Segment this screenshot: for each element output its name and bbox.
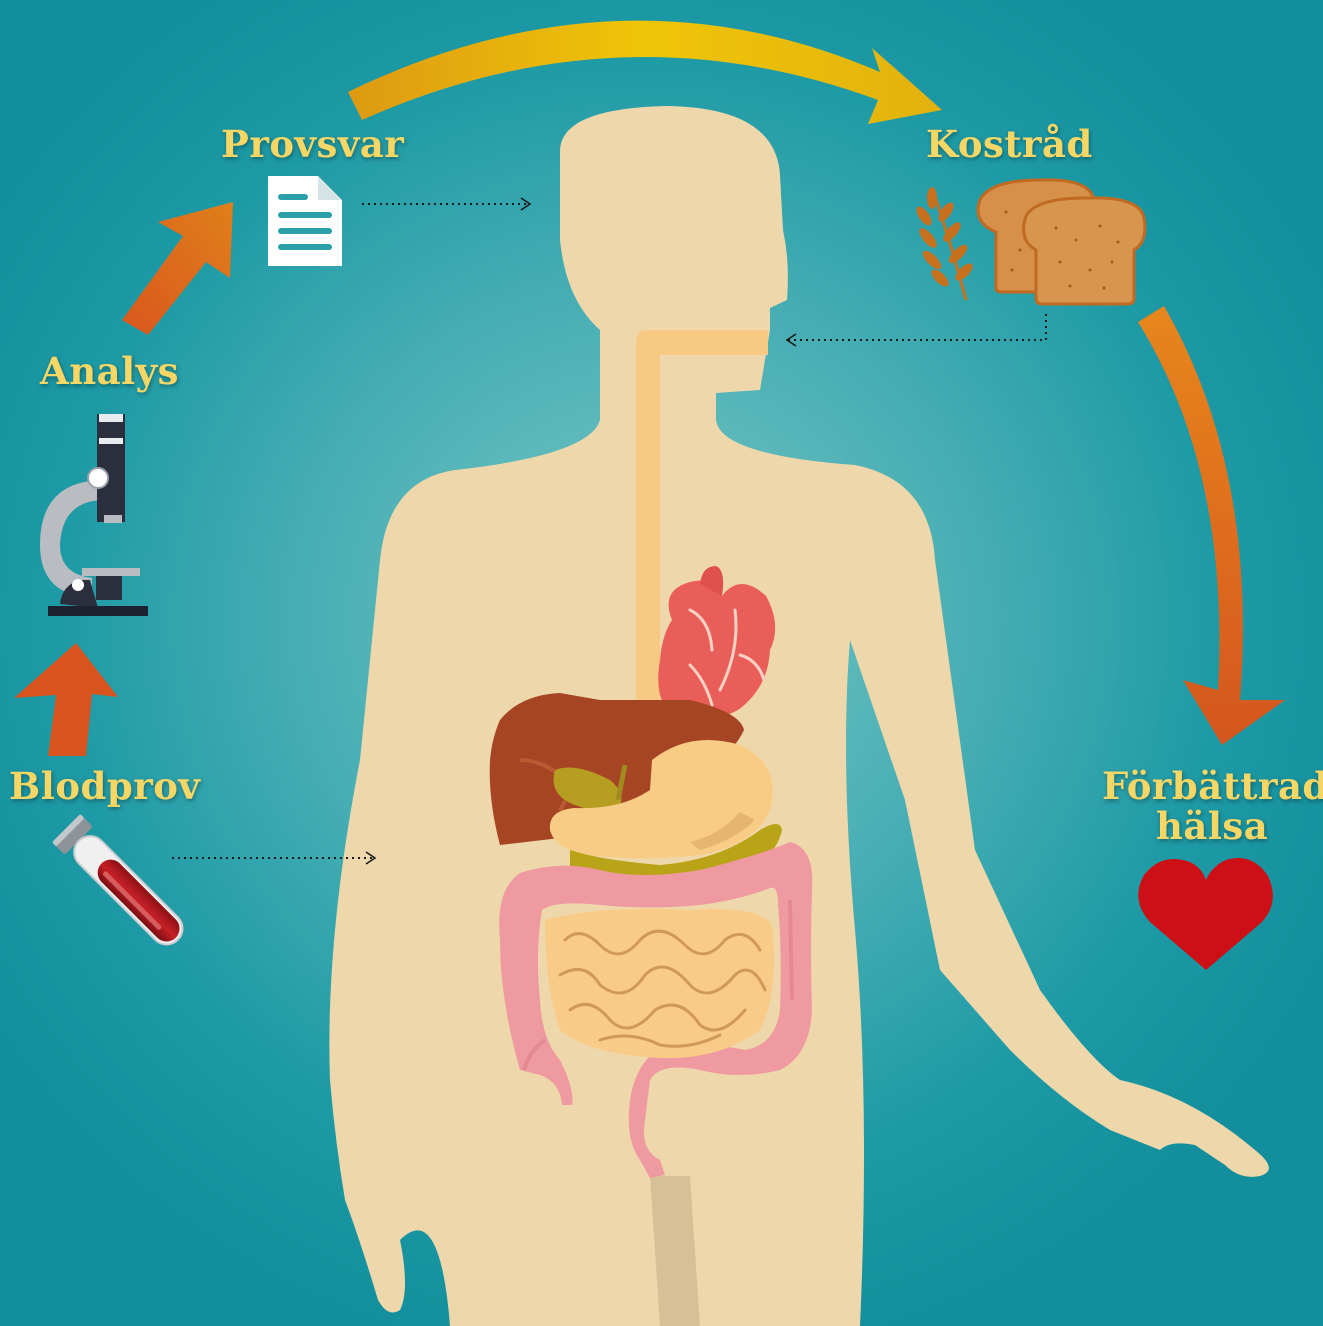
arrow-blodprov-to-analys	[14, 643, 118, 756]
microscope-icon	[40, 414, 148, 616]
step-label-blodprov: Blodprov	[9, 766, 200, 806]
arrow-analys-to-provsvar	[122, 202, 233, 335]
document-icon	[268, 176, 342, 266]
step-label-kostrad: Kostråd	[926, 124, 1093, 164]
step-label-forbattrad: Förbättrad	[1102, 766, 1323, 806]
wheat-icon	[914, 187, 976, 300]
step-label-halsa: hälsa	[1156, 806, 1268, 846]
dotted-connector-kostrad	[787, 314, 1046, 340]
heart-icon	[1138, 858, 1273, 970]
small-intestine	[545, 909, 774, 1058]
step-label-analys: Analys	[40, 351, 179, 391]
arrow-kostrad-to-halsa	[1138, 306, 1285, 745]
bread-icon	[978, 180, 1145, 304]
step-label-provsvar: Provsvar	[221, 124, 404, 164]
blood-test-tube-icon	[52, 814, 192, 954]
